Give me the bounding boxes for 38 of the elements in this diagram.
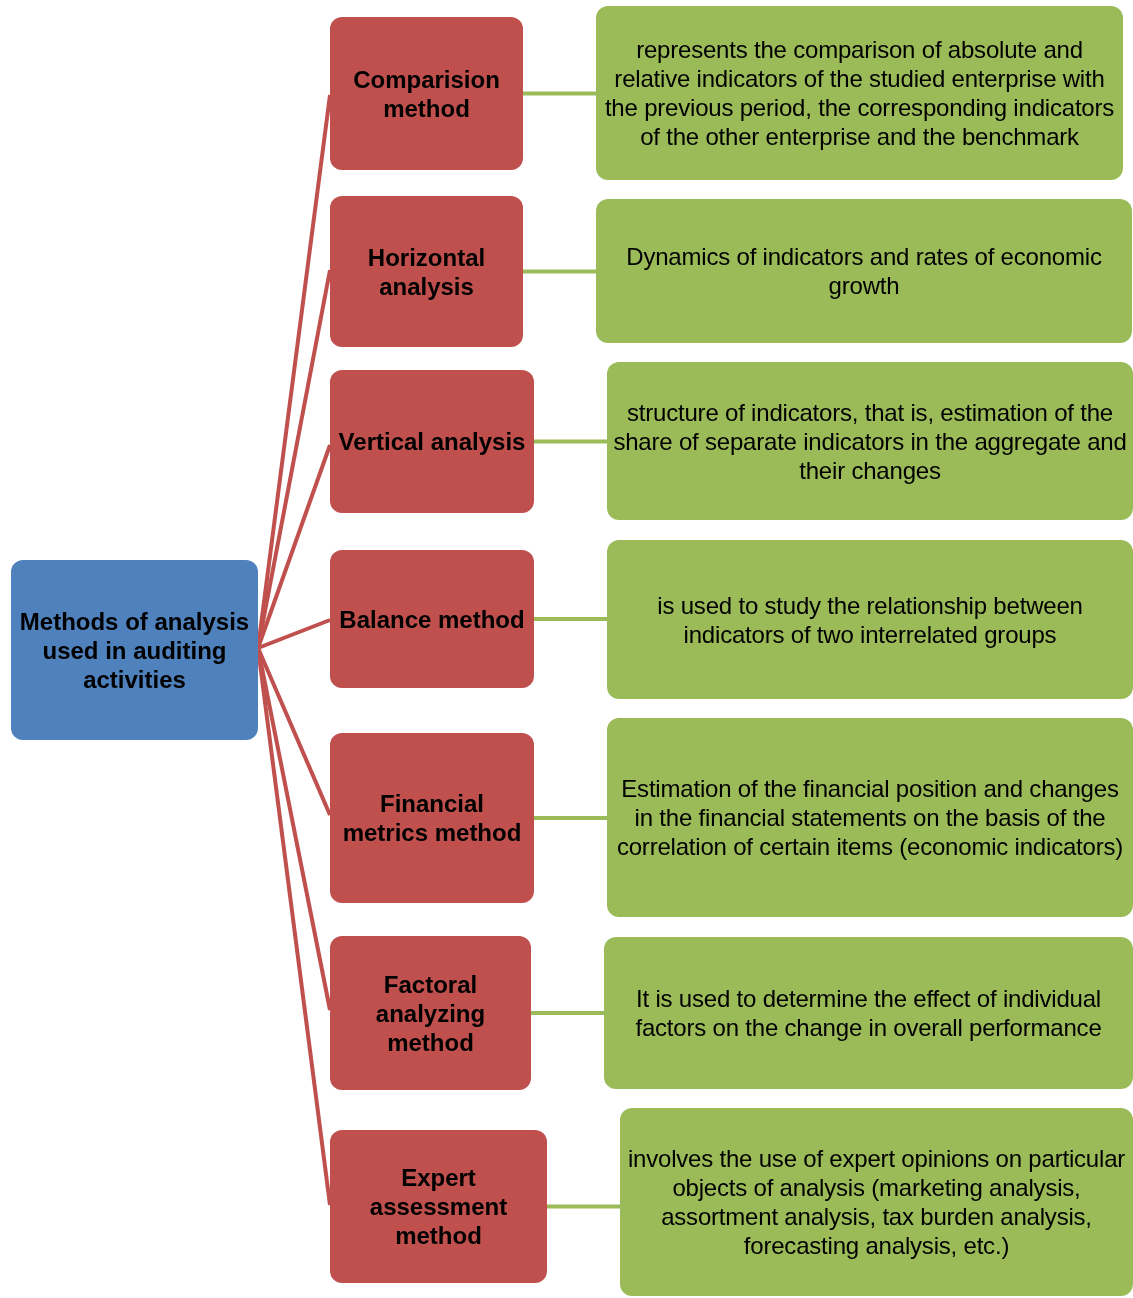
box-label: Expert assessment method <box>368 1163 509 1250</box>
topic-box <box>11 560 258 740</box>
connector-line <box>534 617 607 621</box>
description-box <box>607 718 1133 917</box>
description-text: is used to study the relationship between indicators of two interrelated groups <box>656 590 1084 649</box>
method-box <box>330 1130 547 1283</box>
description-text: Estimation of the financial position and changes in the financial statements on the basis of the correlation of certain items (economic indicators) <box>615 774 1125 861</box>
description-box <box>607 540 1133 699</box>
description-text: involves the use of expert opinions on particular objects of analysis (marketing analysis, assortment analysis, tax burden analysis, forecasting analysis, etc.) <box>626 1144 1127 1260</box>
description-text: represents the comparison of absolute and relative indicators of the studied enterprise with the previous period, the corresponding indicators of the other enterprise and the benchmark <box>603 35 1116 151</box>
description-box <box>596 199 1132 343</box>
connector-line <box>257 618 331 650</box>
box-label: Factoral analyzing method <box>374 969 487 1057</box>
connector-line <box>534 439 607 444</box>
box-label: Balance method <box>339 604 525 634</box>
box-label: Methods of analysis used in auditing activities <box>18 606 251 694</box>
box-label: Vertical analysis <box>338 427 526 456</box>
method-box <box>330 550 534 688</box>
method-box <box>330 17 523 170</box>
method-box <box>330 370 534 513</box>
description-text: It is used to determine the effect of individual factors on the change in overall performance <box>634 984 1103 1042</box>
method-box <box>330 733 534 903</box>
description-text: Dynamics of indicators and rates of economic growth <box>625 242 1103 300</box>
description-box <box>596 6 1123 180</box>
description-box <box>607 362 1133 520</box>
connector-line <box>523 91 596 96</box>
description-box <box>620 1108 1133 1296</box>
description-box <box>604 937 1133 1089</box>
method-box <box>330 936 531 1090</box>
method-box <box>330 196 523 347</box>
box-label: Financial metrics method <box>341 789 523 847</box>
connector-line <box>534 816 607 820</box>
connector-line <box>547 1204 620 1209</box>
box-label: Horizontal analysis <box>366 242 487 301</box>
connector-line <box>531 1011 604 1015</box>
connector-line <box>523 269 596 274</box>
description-text: structure of indicators, that is, estimation of the share of separate indicators in the aggregate and their changes <box>613 397 1127 485</box>
box-label: Comparision method <box>352 64 501 123</box>
